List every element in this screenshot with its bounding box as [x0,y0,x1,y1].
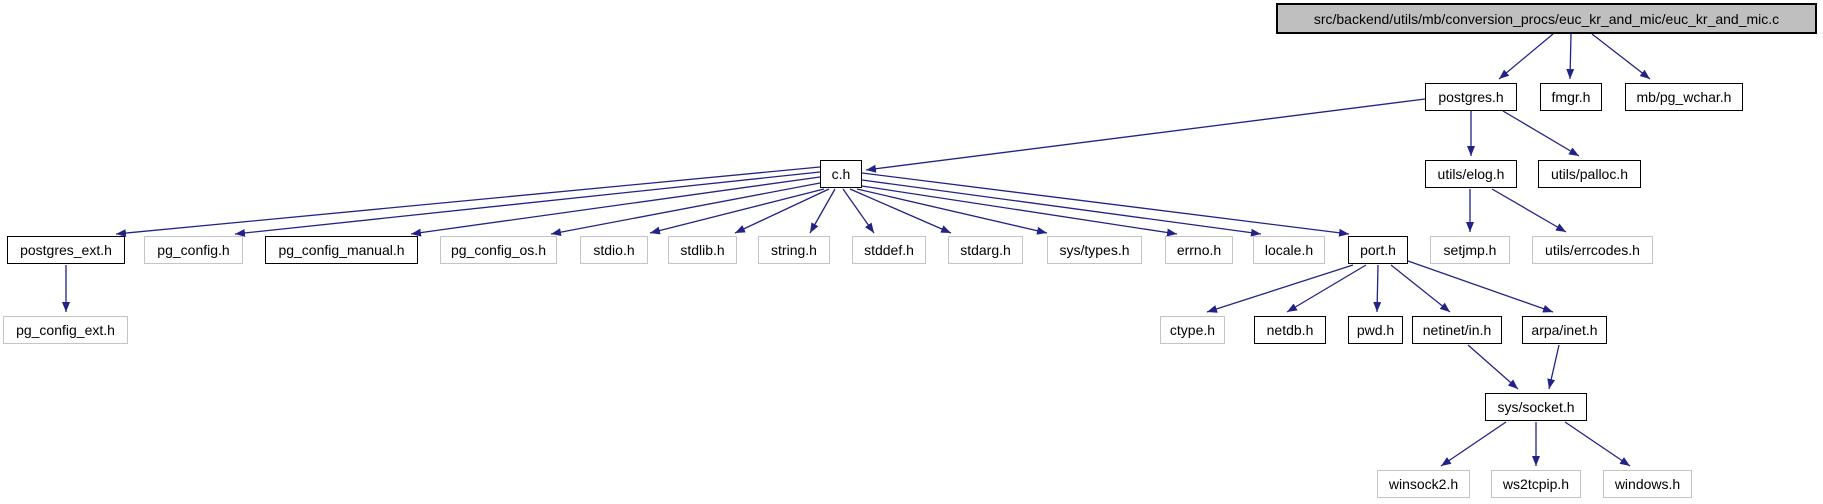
node-ws2tcpip-h: ws2tcpip.h [1491,470,1581,498]
edge-c_h-postgres_ext_h [115,166,821,238]
node-netinet-in-h[interactable]: netinet/in.h [1412,316,1502,344]
node-sys-socket-h[interactable]: sys/socket.h [1485,393,1587,421]
node-port-h[interactable]: port.h [1348,236,1408,264]
node-stddef-h: stddef.h [852,236,926,264]
edge-c_h-pg_config_h [234,171,821,237]
edge-main-mb_pg_wchar_h [1591,33,1651,80]
edge-c_h-pg_config_os_h [550,182,821,237]
node-pg-config-os-h: pg_config_os.h [440,236,557,264]
node-string-h: string.h [758,236,830,264]
edge-main-postgres_h [1498,33,1554,80]
edge-utils_elog_h-utils_errcodes_h [1491,188,1567,233]
edge-c_h-stdio_h [649,188,825,235]
edge-sys_socket_h-winsock2_h [1440,421,1507,467]
node-pwd-h[interactable]: pwd.h [1348,316,1403,344]
edge-main-fmgr_h [1566,33,1575,80]
node-pg-config-h: pg_config.h [144,236,243,264]
node-postgres-h[interactable]: postgres.h [1425,83,1517,111]
node-stdarg-h: stdarg.h [948,236,1023,264]
node-main-source-file: src/backend/utils/mb/conversion_procs/eu… [1276,3,1817,34]
edge-arpa_inet_h-sys_socket_h [1547,344,1560,390]
node-c-h[interactable]: c.h [820,160,862,188]
node-windows-h: windows.h [1603,470,1692,498]
node-postgres-ext-h[interactable]: postgres_ext.h [7,236,125,264]
edge-postgres_h-c_h [865,98,1426,173]
node-utils-errcodes-h: utils/errcodes.h [1532,236,1653,264]
edge-c_h-stdarg_h [849,188,952,234]
edge-sys_socket_h-windows_h [1564,421,1631,467]
edge-c_h-stddef_h [842,188,875,234]
node-pg-config-manual-h[interactable]: pg_config_manual.h [265,236,418,264]
edge-postgres_h-utils_palloc_h [1502,110,1580,157]
edge-port_h-pwd_h [1373,264,1382,313]
edge-port_h-ctype_h [1206,264,1354,313]
node-ctype-h: ctype.h [1160,316,1225,344]
node-netdb-h[interactable]: netdb.h [1254,316,1326,344]
node-utils-elog-h[interactable]: utils/elog.h [1425,160,1517,188]
edge-netinet_in_h-sys_socket_h [1467,344,1519,390]
node-mb-pg-wchar-h[interactable]: mb/pg_wchar.h [1625,83,1743,111]
edge-c_h-port_h [861,172,1350,237]
node-sys-types-h: sys/types.h [1047,236,1142,264]
node-winsock2-h: winsock2.h [1377,470,1470,498]
edge-c_h-string_h [809,188,836,234]
node-fmgr-h[interactable]: fmgr.h [1540,83,1602,111]
node-errno-h: errno.h [1165,236,1233,264]
edge-c_h-stdlib_h [734,188,830,234]
node-setjmp-h: setjmp.h [1430,236,1510,264]
edge-c_h-sys_types_h [856,188,1048,235]
node-stdlib-h: stdlib.h [668,236,737,264]
node-pg-config-ext-h: pg_config_ext.h [3,316,128,344]
node-arpa-inet-h[interactable]: arpa/inet.h [1522,316,1607,344]
node-locale-h: locale.h [1253,236,1325,264]
node-utils-palloc-h[interactable]: utils/palloc.h [1538,160,1641,188]
edge-c_h-errno_h [861,185,1178,237]
edge-c_h-locale_h [861,179,1262,237]
edge-c_h-pg_config_manual_h [410,176,821,237]
edge-port_h-arpa_inet_h [1407,260,1554,313]
node-stdio-h: stdio.h [580,236,648,264]
edge-port_h-netinet_in_h [1390,264,1451,313]
edge-port_h-netdb_h [1286,264,1367,313]
